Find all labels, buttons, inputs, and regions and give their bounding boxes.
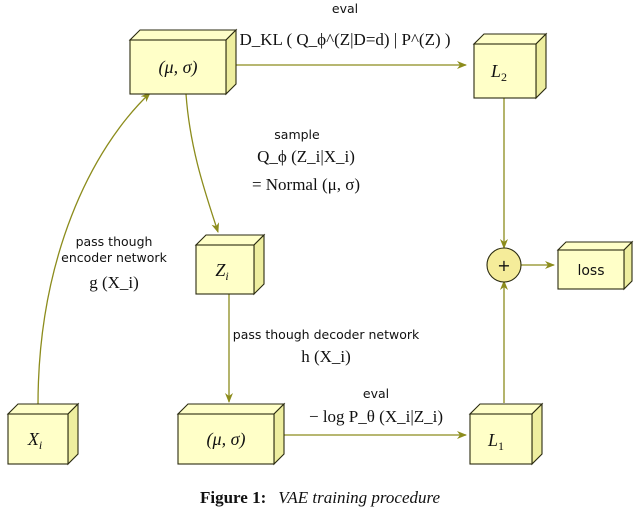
figure-caption: Figure 1: VAE training procedure [200,488,441,507]
normal-expression: = Normal (μ, σ) [252,175,360,194]
sample-label: sample [274,127,320,142]
caption-text: VAE training procedure [278,488,440,507]
l2-subscript: 2 [501,70,507,84]
xi-subscript: i [39,438,42,452]
encoder-label-line2: encoder network [61,250,167,265]
zi-subscript: i [225,269,228,283]
arrow-params-to-zi [185,93,220,233]
kl-expression: D_KL ( Q_ϕ^(Z|D=d) | P^(Z) ) [239,30,450,49]
node-xi: Xi [6,402,80,466]
zi-label: Z [215,260,226,280]
eval-bottom-label: eval [363,386,389,401]
xi-label: X [27,429,40,449]
arrow-xi-to-params [37,92,151,406]
node-loss: loss [556,240,634,291]
q-expression: Q_ϕ (Z_i|X_i) [257,147,355,166]
caption-label: Figure 1: [200,488,266,507]
top-params-label: (μ, σ) [159,57,198,78]
svg-text:L2: L2 [490,61,507,84]
node-bottom-params: (μ, σ) [176,402,286,466]
encoder-label-line1: pass though [76,234,153,249]
svg-text:Xi: Xi [27,429,42,452]
h-expression: h (X_i) [301,347,351,366]
l1-subscript: 1 [498,439,504,453]
node-top-params: (μ, σ) [128,28,238,96]
node-zi: Zi [194,233,266,296]
loss-label: loss [577,263,604,279]
svg-text:Zi: Zi [215,260,228,283]
eval-top-label: eval [332,1,358,16]
l1-label: L [487,430,498,450]
node-l2: L2 [472,32,548,100]
g-expression: g (X_i) [89,273,139,292]
logp-expression: − log P_θ (X_i|Z_i) [309,407,443,426]
bottom-params-label: (μ, σ) [207,429,246,450]
plus-label: + [497,256,510,275]
svg-text:L1: L1 [487,430,504,453]
l2-label: L [490,61,501,81]
node-plus: + [486,247,522,283]
node-l1: L1 [468,402,544,466]
decoder-label: pass though decoder network [233,327,420,342]
